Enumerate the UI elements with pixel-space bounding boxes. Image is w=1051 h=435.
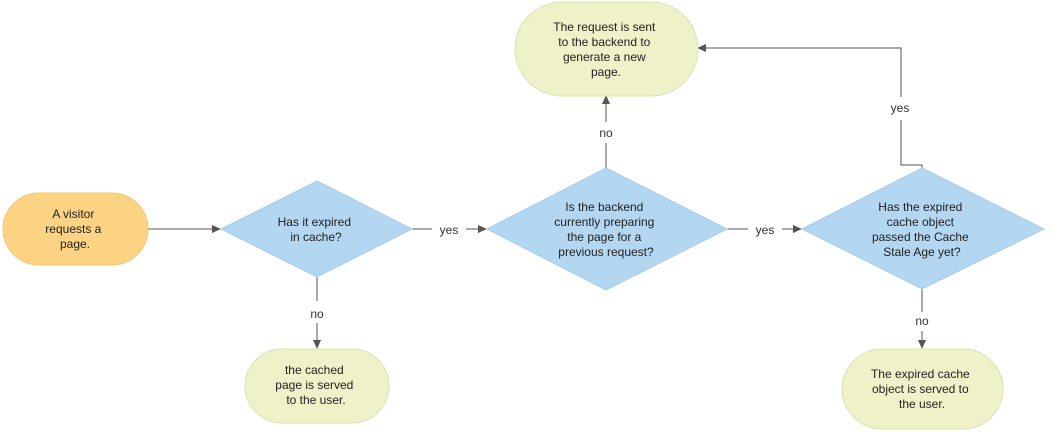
expired-served-text-line: The expired cache — [871, 367, 970, 381]
backend-check-text-line: Is the backend — [565, 200, 643, 214]
stale-check-text-line: Stale Age yet? — [883, 245, 961, 259]
expired-check-text-line: Has it expired — [278, 215, 351, 229]
cached-served-text-line: the cached — [285, 363, 344, 377]
cached-served-terminal-shape — [244, 348, 390, 424]
node-backend-check: Is the backend currently preparing the p… — [485, 167, 729, 291]
backend-check-decision-shape — [485, 167, 729, 291]
stale-check-text-line: passed the Cache — [872, 230, 969, 244]
backend-check-text-line: previous request? — [558, 245, 654, 259]
expired-check-text-line: in cache? — [290, 230, 342, 244]
svg-text:The request is sent to t: The request is sent to the backend to ge… — [553, 20, 658, 79]
request-sent-text-line: The request is sent — [553, 20, 656, 34]
edge-stale-yes-upper — [697, 44, 902, 97]
cached-served-text-line: page is served — [275, 378, 353, 392]
expired-served-text-line: object is served to — [872, 382, 969, 396]
node-cached-served: the cached page is served to the user. — [244, 348, 390, 424]
expired-served-text-line: the user. — [899, 397, 945, 411]
stale-check-text-line: Has the expired — [878, 200, 962, 214]
stale-check-text-line: cache object — [887, 215, 955, 229]
edge-label-stale-no: no — [915, 314, 929, 328]
start-text-line: A visitor — [52, 207, 94, 221]
edge-label-expired-no: no — [310, 307, 324, 321]
backend-check-text-line: the page for a — [567, 230, 641, 244]
svg-text:A visitor requests a: A visitor requests a page. — [45, 207, 104, 251]
svg-text:Has it expired in cache?: Has it expired in cache? — [278, 215, 355, 244]
edge-labels: yes no no yes yes no — [310, 101, 929, 328]
svg-text:The expired cache object: The expired cache object is served to th… — [871, 367, 973, 411]
connectors — [148, 44, 926, 349]
node-start: A visitor requests a page. — [2, 192, 149, 266]
expired-served-terminal-shape — [841, 348, 1004, 430]
node-expired-check: Has it expired in cache? — [219, 180, 414, 278]
start-text-line: requests a — [45, 222, 101, 236]
start-text-line: page. — [60, 237, 90, 251]
svg-text:the cached page is serve: the cached page is served to the user. — [275, 363, 356, 407]
request-sent-text-line: to the backend to — [558, 35, 650, 49]
node-request-sent: The request is sent to the backend to ge… — [514, 1, 699, 97]
svg-text:Is the backend currently: Is the backend currently preparing the p… — [554, 200, 657, 259]
edge-label-backend-no: no — [599, 126, 613, 140]
expired-check-decision-shape — [219, 180, 414, 278]
request-sent-text-line: generate a new — [563, 50, 646, 64]
edge-label-expired-yes: yes — [440, 223, 459, 237]
edge-label-backend-yes: yes — [756, 223, 775, 237]
start-terminal-shape — [2, 192, 149, 266]
node-expired-served: The expired cache object is served to th… — [841, 348, 1004, 430]
backend-check-text-line: currently preparing — [554, 215, 654, 229]
request-sent-text-line: page. — [591, 65, 621, 79]
stale-check-decision-shape — [800, 167, 1046, 290]
cached-served-text-line: to the user. — [286, 393, 345, 407]
node-stale-check: Has the expired cache object passed the … — [800, 167, 1046, 290]
edge-label-stale-yes: yes — [891, 101, 910, 115]
request-sent-terminal-shape — [514, 1, 699, 97]
svg-text:Has the expired cache ob: Has the expired cache object passed the … — [872, 200, 972, 259]
